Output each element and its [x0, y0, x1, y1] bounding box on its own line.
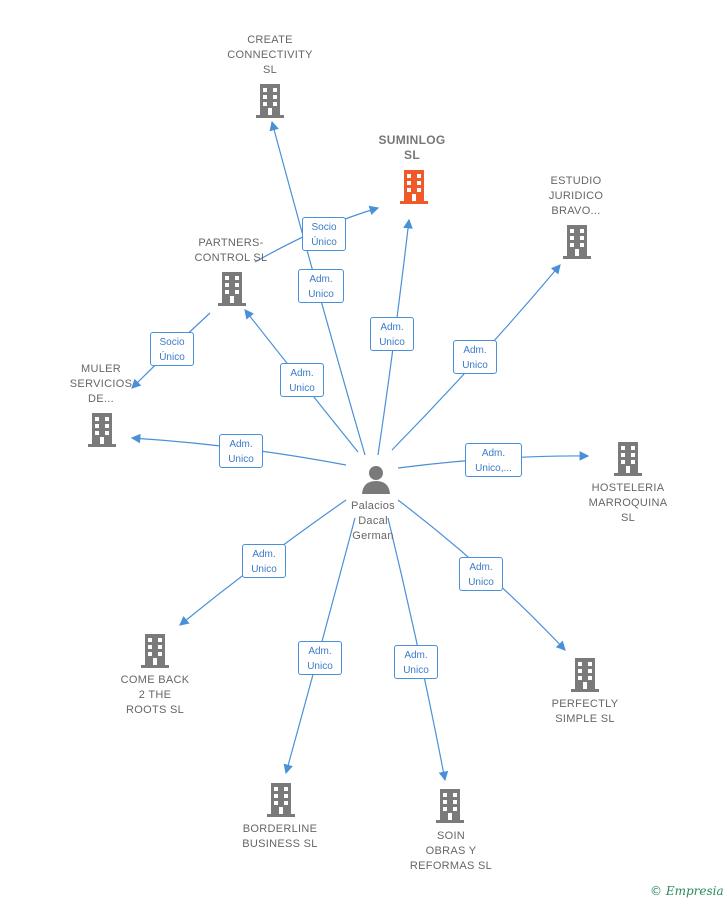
- edge-label-borderline[interactable]: Adm. Unico: [298, 641, 342, 675]
- edge-label-comeback[interactable]: Adm. Unico: [242, 544, 286, 578]
- brand-name: Empresia: [665, 884, 724, 898]
- edge-label-soin[interactable]: Adm. Unico: [394, 645, 438, 679]
- edge-label-create[interactable]: Adm. Unico: [298, 269, 344, 303]
- node-label-soin[interactable]: SOIN OBRAS Y REFORMAS SL: [409, 830, 493, 872]
- edge-label-muler[interactable]: Adm. Unico: [219, 434, 263, 468]
- brand-logo: © Empresia: [650, 884, 724, 898]
- node-label-suminlog[interactable]: SUMINLOG SL: [378, 133, 446, 162]
- node-label-borderline[interactable]: BORDERLINE BUSINESS SL: [242, 823, 318, 850]
- node-label-create[interactable]: CREATE CONNECTIVITY SL: [227, 34, 313, 76]
- building-icon[interactable]: [561, 225, 593, 259]
- building-icon[interactable]: [569, 658, 601, 692]
- edge-label-partners-muler[interactable]: Socio Único: [150, 332, 194, 366]
- building-icon[interactable]: [434, 789, 466, 823]
- edge-label-hosteleria[interactable]: Adm. Unico,...: [465, 443, 522, 477]
- edge-label-partners-suminlog[interactable]: Socio Único: [302, 217, 346, 251]
- node-label-estudio[interactable]: ESTUDIO JURIDICO BRAVO...: [548, 175, 604, 217]
- node-label-muler[interactable]: MULER SERVICIOS DE...: [69, 363, 133, 405]
- edge-label-perfectly[interactable]: Adm. Unico: [459, 557, 503, 591]
- copyright-icon: ©: [650, 884, 662, 898]
- building-icon-highlight[interactable]: [398, 170, 430, 204]
- building-icon[interactable]: [139, 634, 171, 668]
- node-label-comeback[interactable]: COME BACK 2 THE ROOTS SL: [120, 674, 190, 716]
- edge-label-estudio[interactable]: Adm. Unico: [453, 340, 497, 374]
- building-icon[interactable]: [86, 413, 118, 447]
- center-person-name[interactable]: Palacios Dacal German: [351, 500, 395, 542]
- building-icon[interactable]: [254, 84, 286, 118]
- node-label-hosteleria[interactable]: HOSTELERIA MARROQUINA SL: [588, 482, 668, 524]
- person-icon[interactable]: [360, 463, 392, 495]
- edge-label-suminlog[interactable]: Adm. Unico: [370, 317, 414, 351]
- edge-label-partners[interactable]: Adm. Unico: [280, 363, 324, 397]
- building-icon[interactable]: [612, 442, 644, 476]
- node-label-perfectly[interactable]: PERFECTLY SIMPLE SL: [551, 698, 619, 725]
- building-icon[interactable]: [265, 783, 297, 817]
- node-label-partners[interactable]: PARTNERS- CONTROL SL: [194, 237, 268, 264]
- building-icon[interactable]: [216, 272, 248, 306]
